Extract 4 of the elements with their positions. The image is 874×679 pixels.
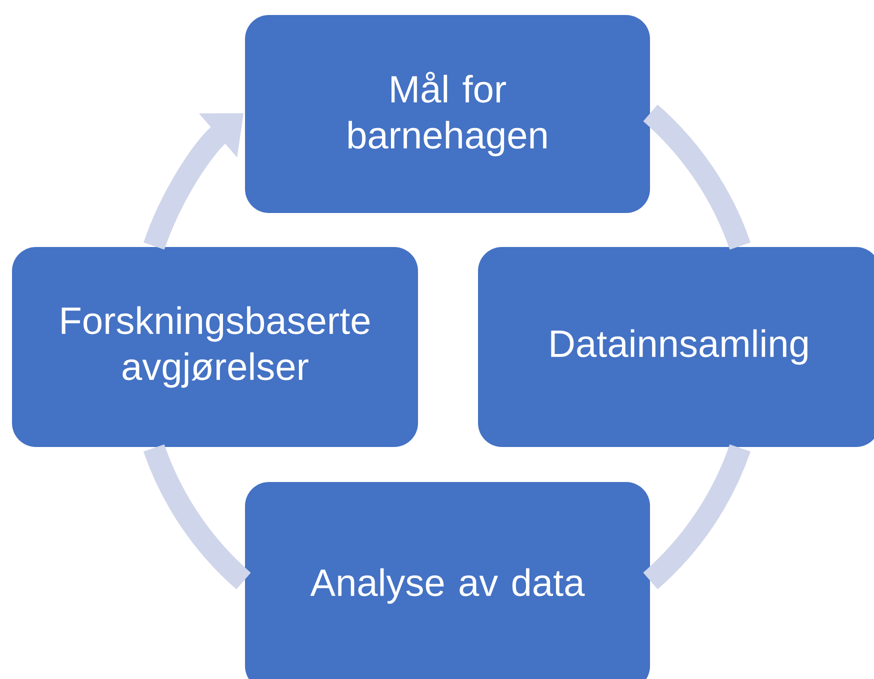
process-box: Datainnsamling (478, 247, 874, 447)
process-box: Analyse av data (245, 482, 650, 679)
process-box: Mål for barnehagen (245, 15, 650, 213)
process-box: Forskningsbaserte avgjørelser (12, 247, 418, 447)
